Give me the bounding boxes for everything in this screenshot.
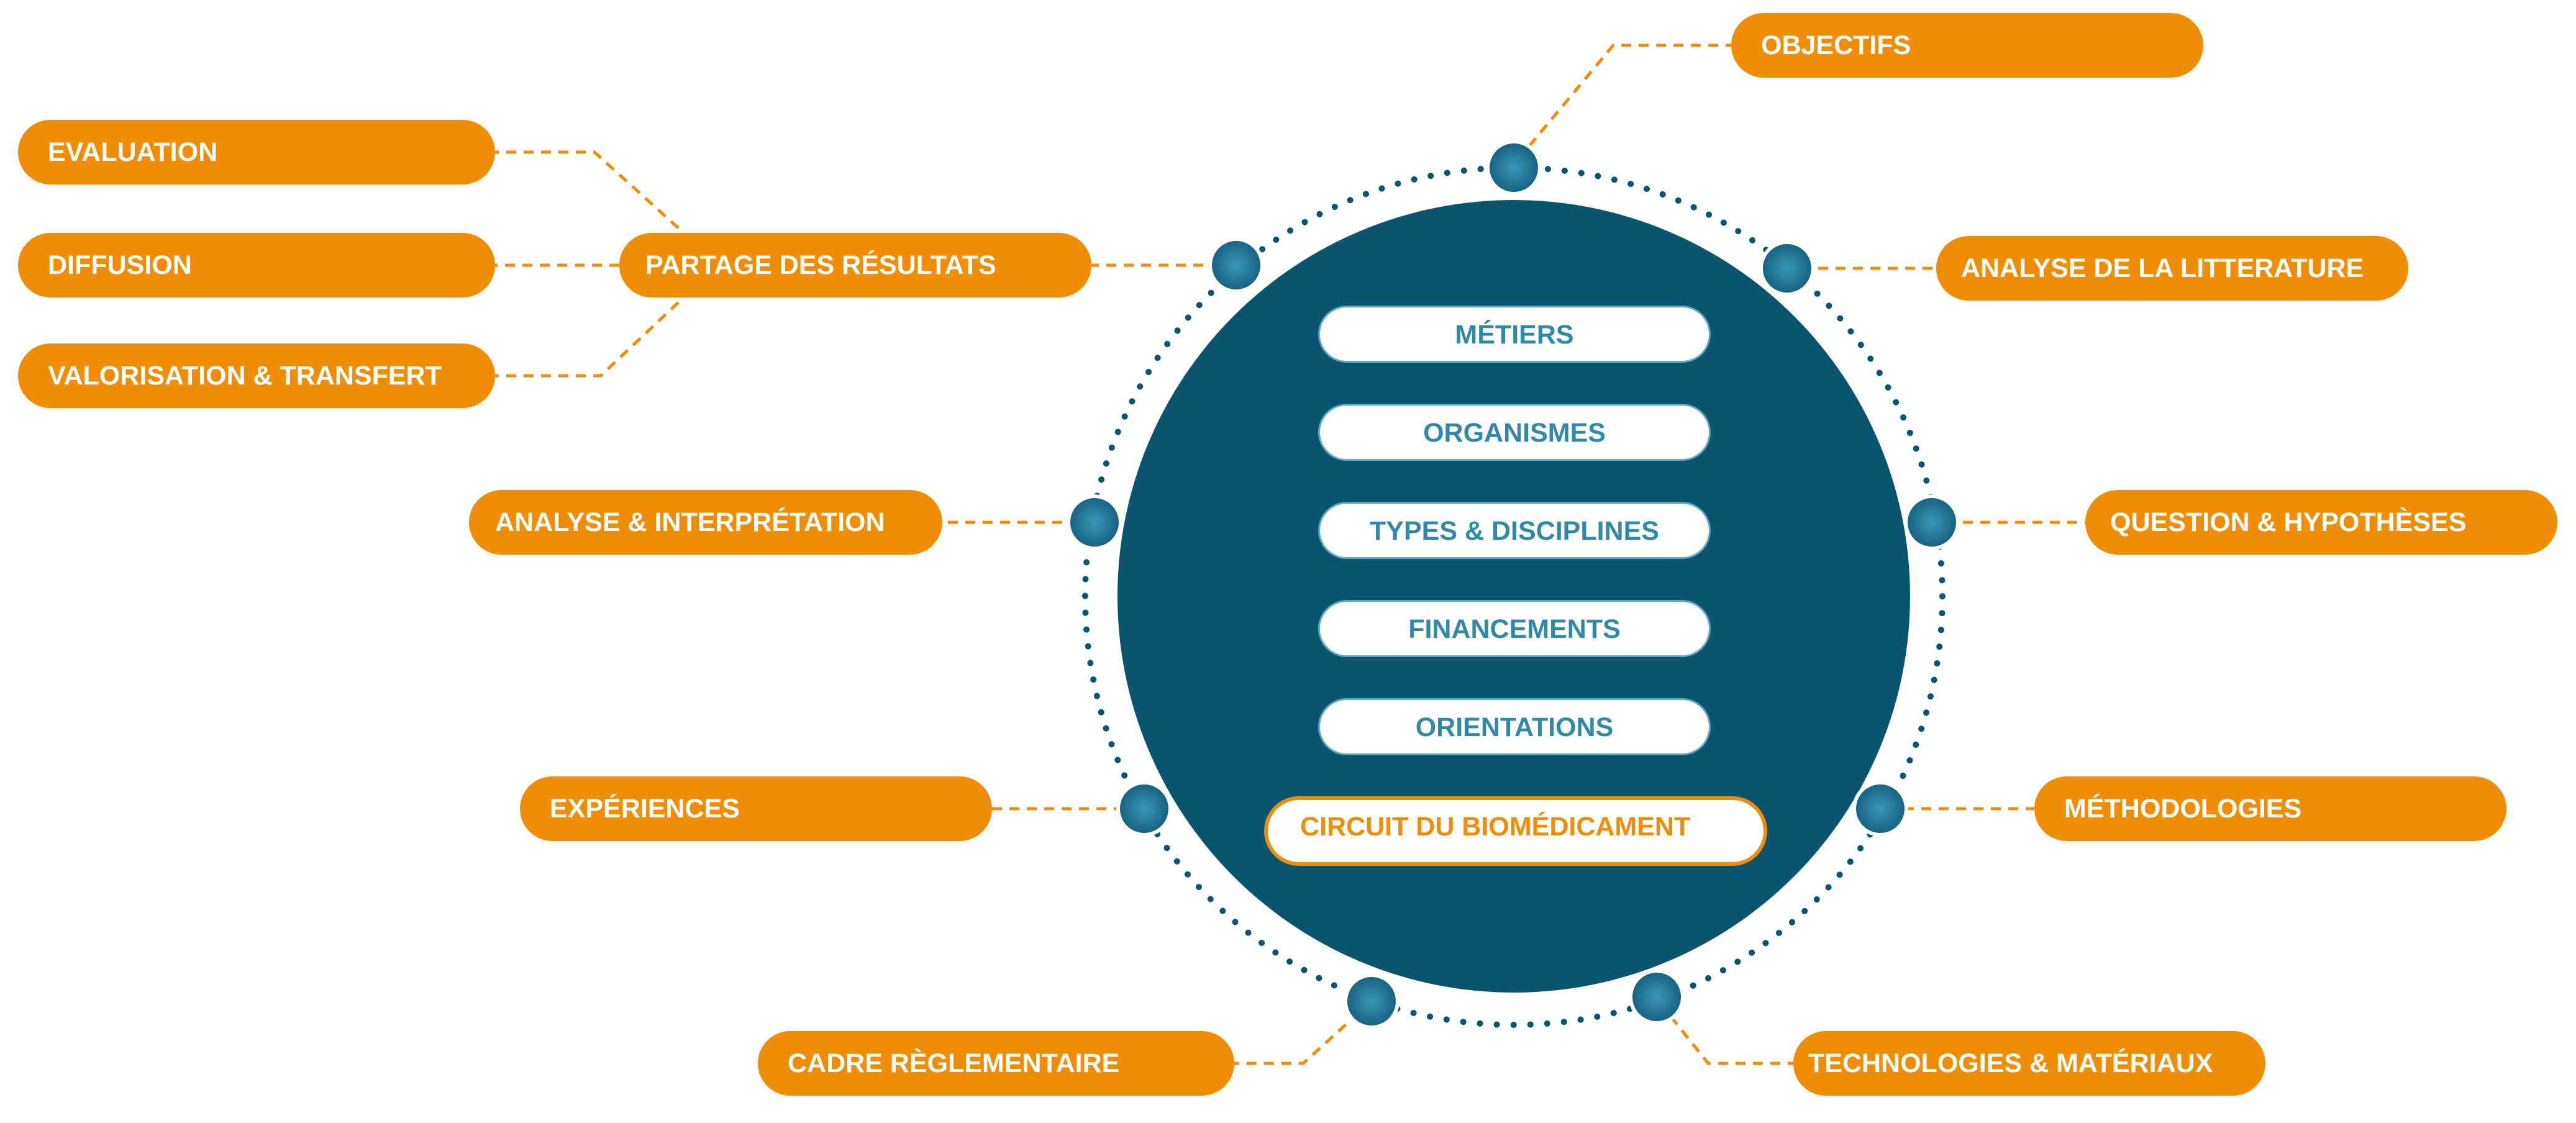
cycle-node-analyse-litterature <box>1759 240 1815 296</box>
center-item-financements[interactable]: FINANCEMENTS <box>1318 600 1711 657</box>
step-analyse-interpretation[interactable]: ANALYSE & INTERPRÉTATION <box>469 490 942 555</box>
cycle-node-experiences <box>1116 781 1172 837</box>
center-item-types-disciplines[interactable]: TYPES & DISCIPLINES <box>1318 502 1711 559</box>
step-methodologies[interactable]: MÉTHODOLOGIES <box>2034 776 2506 841</box>
cycle-node-methodologies <box>1852 781 1908 837</box>
cycle-node-question-hypotheses <box>1904 494 1960 550</box>
connector-objectifs <box>1528 43 1731 147</box>
step-cadre-reglementaire[interactable]: CADRE RÈGLEMENTAIRE <box>758 1031 1234 1096</box>
cycle-node-partage-resultats <box>1208 237 1264 293</box>
step-technologies-materiaux[interactable]: TECHNOLOGIES & MATÉRIAUX <box>1793 1031 2265 1096</box>
center-item-organismes[interactable]: ORGANISMES <box>1318 404 1711 461</box>
branch-valorisation-transfert[interactable]: VALORISATION & TRANSFERT <box>18 343 495 408</box>
step-objectifs[interactable]: OBJECTIFS <box>1731 13 2203 78</box>
center-item-circuit-biomedicament[interactable]: CIRCUIT DU BIOMÉDICAMENT <box>1264 796 1767 866</box>
step-experiences[interactable]: EXPÉRIENCES <box>520 776 992 841</box>
step-analyse-litterature[interactable]: ANALYSE DE LA LITTERATURE <box>1936 236 2408 301</box>
central-hub-circle <box>1117 200 1910 993</box>
center-item-orientations[interactable]: ORIENTATIONS <box>1318 698 1711 755</box>
connector-cadre-reglementaire <box>1234 1000 1373 1065</box>
connector-lines <box>495 43 2085 1065</box>
branch-diffusion[interactable]: DIFFUSION <box>18 233 495 298</box>
connector-evaluation <box>495 150 680 229</box>
cycle-node-technologies <box>1629 969 1685 1025</box>
cycle-node-cadre-reglementaire <box>1344 973 1400 1029</box>
step-question-hypotheses[interactable]: QUESTION & HYPOTHÈSES <box>2085 490 2557 555</box>
step-partage-resultats[interactable]: PARTAGE DES RÉSULTATS <box>619 233 1091 298</box>
cycle-node-objectifs <box>1486 140 1542 196</box>
connector-technologies <box>1670 1016 1793 1065</box>
cycle-node-analyse-interpretation <box>1067 494 1122 550</box>
connector-valorisation <box>495 301 680 378</box>
branch-evaluation[interactable]: EVALUATION <box>18 120 495 184</box>
center-item-metiers[interactable]: MÉTIERS <box>1318 306 1711 363</box>
